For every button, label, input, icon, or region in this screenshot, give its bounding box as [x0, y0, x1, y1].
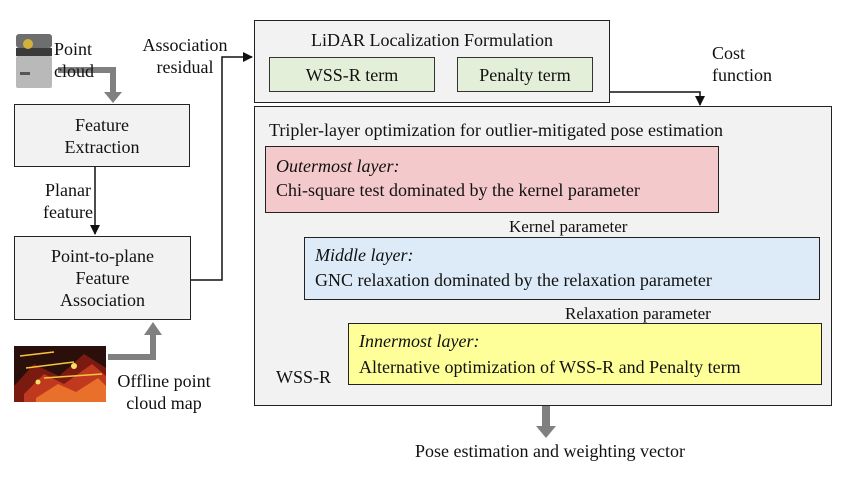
kernel-parameter-label: Kernel parameter: [509, 217, 628, 236]
cost-function-label: Cost function: [712, 43, 772, 85]
innermost-layer-box: Innermost layer: Alternative optimizatio…: [348, 323, 822, 385]
map-to-association-arrow: [108, 332, 156, 360]
point-cloud-label: Point cloud: [54, 39, 94, 81]
outermost-layer-name: Outermost layer:: [276, 156, 400, 176]
outermost-layer-desc: Chi-square test dominated by the kernel …: [276, 180, 640, 200]
innermost-layer-desc: Alternative optimization of WSS-R and Pe…: [359, 357, 741, 377]
output-label: Pose estimation and weighting vector: [415, 441, 685, 461]
middle-layer-box: Middle layer: GNC relaxation dominated b…: [304, 237, 820, 300]
formulation-title: LiDAR Localization Formulation: [311, 30, 553, 50]
association-residual-label: Association residual: [142, 35, 228, 77]
optimization-title: Tripler-layer optimization for outlier-m…: [269, 120, 724, 140]
relaxation-parameter-label: Relaxation parameter: [565, 304, 711, 323]
formulation-to-optimization-arrow: [610, 91, 705, 106]
pointcloud-to-extraction-arrow: [58, 67, 116, 95]
association-to-formulation-arrow: [191, 52, 253, 281]
feature-extraction-box: Feature Extraction: [14, 104, 190, 167]
innermost-layer-name: Innermost layer:: [359, 331, 480, 351]
outermost-layer-box: Outermost layer: Chi-square test dominat…: [265, 146, 719, 213]
offline-map-label: Offline point cloud map: [117, 371, 211, 413]
offline-map-image: [14, 346, 106, 402]
formulation-panel: LiDAR Localization Formulation WSS-R ter…: [254, 20, 610, 103]
feature-association-box: Point-to-plane Feature Association: [14, 236, 191, 320]
wss-r-feedback-label: WSS-R: [276, 367, 332, 387]
penalty-term-box: Penalty term: [457, 57, 593, 92]
lidar-sensor-icon: [14, 32, 54, 92]
wss-r-term-box: WSS-R term: [269, 57, 435, 92]
middle-layer-name: Middle layer:: [315, 245, 414, 265]
middle-layer-desc: GNC relaxation dominated by the relaxati…: [315, 270, 712, 290]
planar-feature-label: Planar feature: [43, 180, 93, 222]
